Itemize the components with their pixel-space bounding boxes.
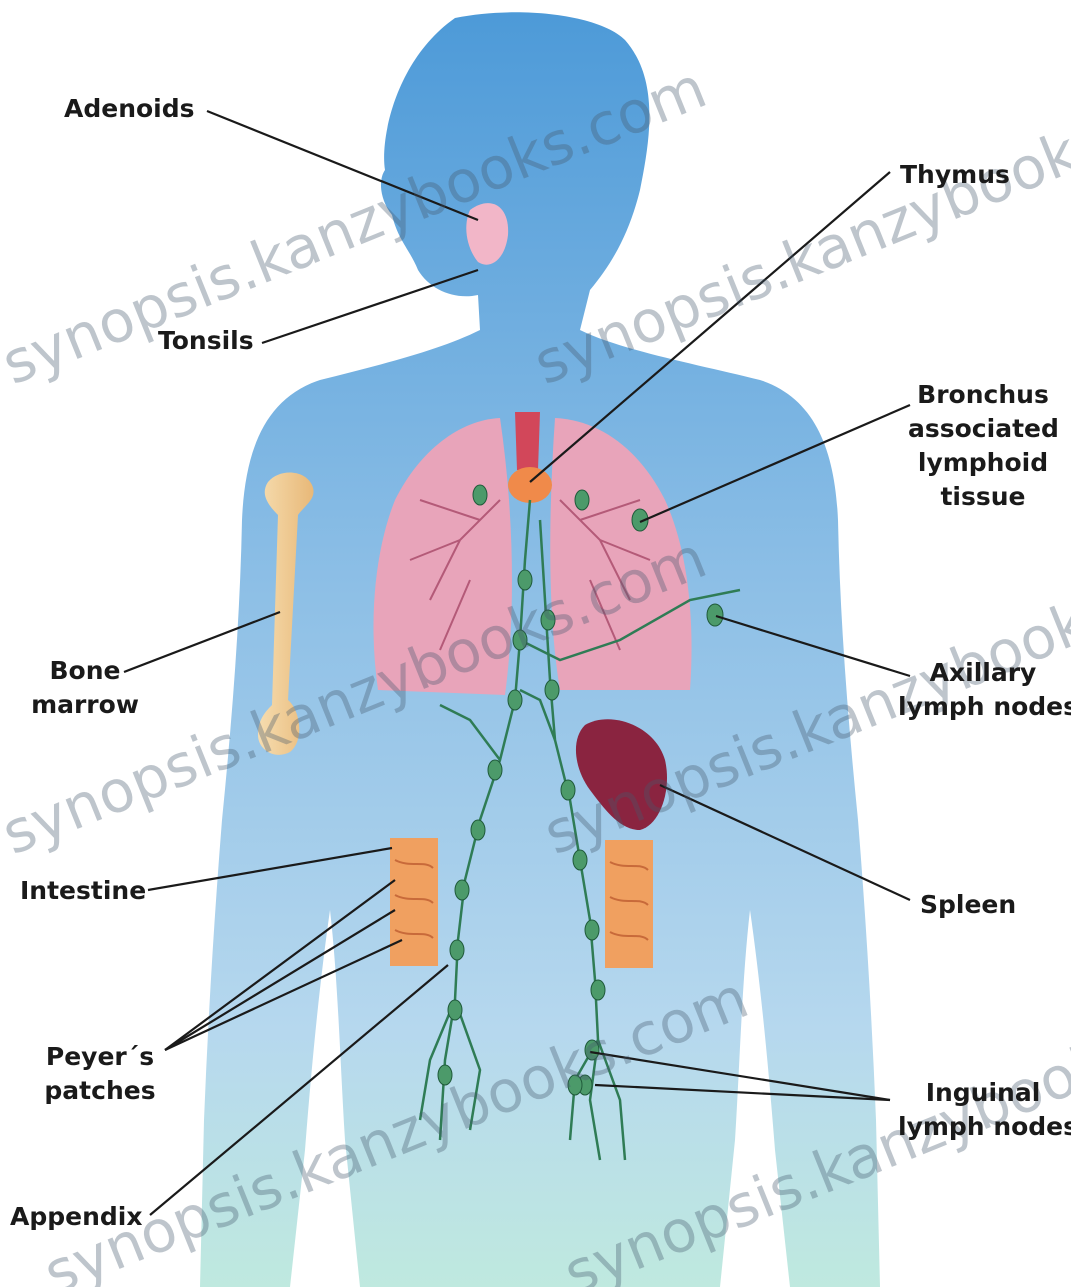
label-line: lymph nodes xyxy=(898,690,1068,724)
label-line: associated xyxy=(908,412,1058,446)
label-line: Axillary xyxy=(898,656,1068,690)
label-peyers-patches: Peyer´s patches xyxy=(30,1040,170,1108)
label-line: tissue xyxy=(908,480,1058,514)
label-inguinal-lymph-nodes: Inguinal lymph nodes xyxy=(898,1076,1068,1144)
label-line: patches xyxy=(30,1074,170,1108)
label-line: Peyer´s xyxy=(30,1040,170,1074)
label-appendix: Appendix xyxy=(10,1200,142,1234)
label-line: Inguinal xyxy=(898,1076,1068,1110)
thymus-organ xyxy=(508,467,552,503)
label-adenoids: Adenoids xyxy=(64,92,195,126)
label-intestine: Intestine xyxy=(20,874,146,908)
label-axillary-lymph-nodes: Axillary lymph nodes xyxy=(898,656,1068,724)
label-bone-marrow: Bone marrow xyxy=(30,654,140,722)
label-line: Bone xyxy=(30,654,140,688)
label-line: lymphoid xyxy=(908,446,1058,480)
label-line: lymph nodes xyxy=(898,1110,1068,1144)
label-line: Bronchus xyxy=(908,378,1058,412)
label-thymus: Thymus xyxy=(900,158,1010,192)
label-line: marrow xyxy=(30,688,140,722)
label-spleen: Spleen xyxy=(920,888,1016,922)
label-bronchus-associated-lymphoid-tissue: Bronchus associated lymphoid tissue xyxy=(908,378,1058,514)
label-tonsils: Tonsils xyxy=(158,324,254,358)
